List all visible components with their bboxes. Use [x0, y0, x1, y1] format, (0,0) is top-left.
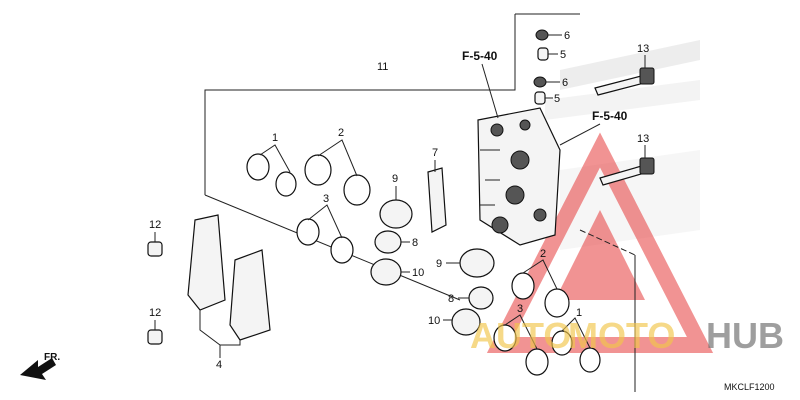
- direction-label: FR.: [44, 352, 60, 363]
- diagram-code: MKCLF1200: [724, 382, 775, 392]
- pistons-middle: [370, 186, 413, 286]
- part-number-5-top: 5: [560, 49, 566, 61]
- part-number-3-right: 3: [517, 303, 523, 315]
- part-number-9-middle: 9: [392, 173, 398, 185]
- part-number-4: 4: [216, 359, 222, 371]
- part-number-1-left: 1: [272, 132, 278, 144]
- part-number-6-bottom: 6: [562, 77, 568, 89]
- part-number-12-bottom: 12: [149, 307, 161, 319]
- watermark-triangle-inner: [555, 210, 645, 300]
- watermark-text: AUTO MOTO HUB: [470, 315, 784, 356]
- part-number-1-right: 1: [576, 307, 582, 319]
- part-number-13-top: 13: [637, 43, 649, 55]
- part-number-10-middle: 10: [412, 267, 424, 279]
- pistons-lower: [443, 248, 495, 336]
- part-number-11: 11: [377, 61, 388, 73]
- part-number-7: 7: [432, 147, 438, 159]
- front-direction-arrow: FR.: [20, 352, 60, 380]
- bleeder-valves: [533, 29, 562, 105]
- piston-seals-left: [246, 139, 371, 264]
- part-number-3-left: 3: [323, 193, 329, 205]
- caliper-body: [477, 107, 561, 246]
- part-number-13-bottom: 13: [637, 133, 649, 145]
- pad-spring: [427, 160, 447, 233]
- watermark-logo: [486, 132, 714, 353]
- watermark-word-moto: MOTO: [568, 315, 675, 356]
- piston-seals-right: [493, 259, 601, 376]
- part-number-2-right: 2: [540, 248, 546, 260]
- mounting-bolts: [594, 55, 655, 186]
- part-number-2-left: 2: [338, 127, 344, 139]
- watermark-word-auto: AUTO: [470, 315, 571, 356]
- part-number-5-bottom: 5: [554, 93, 560, 105]
- part-number-6-top: 6: [564, 30, 570, 42]
- part-number-10-lower: 10: [428, 315, 440, 327]
- part-number-9-lower: 9: [436, 258, 442, 270]
- watermark-triangle-outer: [486, 132, 714, 353]
- watermark-word-hub: HUB: [706, 315, 784, 356]
- reference-label-1: F-5-40: [462, 49, 498, 63]
- pad-pins: [147, 232, 163, 345]
- part-number-12-top: 12: [149, 219, 161, 231]
- part-number-8-lower: 8: [448, 293, 454, 305]
- brake-pads: [187, 214, 271, 358]
- part-number-8-middle: 8: [412, 237, 418, 249]
- reference-label-2: F-5-40: [592, 109, 628, 123]
